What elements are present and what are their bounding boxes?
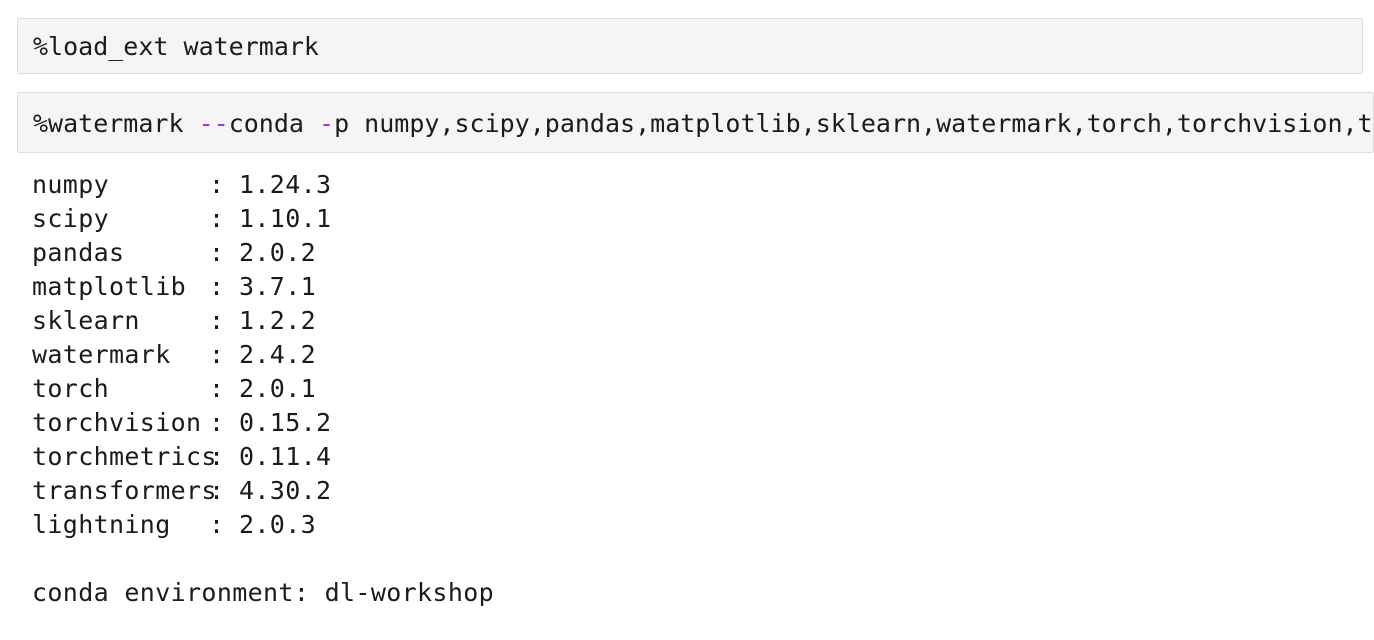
package-name: sklearn xyxy=(32,306,140,335)
output-line-package: torchmetrics: 0.11.4 xyxy=(32,440,1352,474)
output-line-package: scipy: 1.10.1 xyxy=(32,202,1352,236)
package-separator: : xyxy=(209,204,240,233)
package-name: pandas xyxy=(32,238,125,267)
code-token-plain: %watermark xyxy=(33,109,199,138)
code-cell-1-source[interactable]: %load_ext watermark xyxy=(33,34,319,59)
package-version: 2.4.2 xyxy=(239,340,317,369)
package-version: 2.0.1 xyxy=(239,374,317,403)
code-cell-2[interactable]: %watermark --conda -p numpy,scipy,pandas… xyxy=(17,92,1374,153)
output-line-package: transformers: 4.30.2 xyxy=(32,474,1352,508)
output-line-package: pandas: 2.0.2 xyxy=(32,236,1352,270)
package-version: 4.30.2 xyxy=(239,476,332,505)
package-name: torch xyxy=(32,374,110,403)
output-line-package: torchvision: 0.15.2 xyxy=(32,406,1352,440)
code-token-flag-long: -- xyxy=(198,109,229,138)
code-token-flag-short: - xyxy=(319,109,335,138)
code-token-plain: conda xyxy=(228,109,319,138)
package-name: scipy xyxy=(32,204,110,233)
output-line-blank xyxy=(32,542,1352,576)
package-separator: : xyxy=(209,272,240,301)
package-separator: : xyxy=(209,442,240,471)
package-separator: : xyxy=(209,476,240,505)
package-version: 2.0.3 xyxy=(239,510,317,539)
package-version: 1.10.1 xyxy=(239,204,332,233)
package-separator: : xyxy=(209,170,240,199)
output-line-package: lightning: 2.0.3 xyxy=(32,508,1352,542)
code-cell-1[interactable]: %load_ext watermark xyxy=(17,18,1363,74)
output-line-package: watermark: 2.4.2 xyxy=(32,338,1352,372)
package-version: 1.24.3 xyxy=(239,170,332,199)
output-line-package: matplotlib: 3.7.1 xyxy=(32,270,1352,304)
output-line-conda-environment: conda environment: dl-workshop xyxy=(32,578,495,607)
code-cell-2-source[interactable]: %watermark --conda -p numpy,scipy,pandas… xyxy=(33,109,1373,138)
package-name: lightning xyxy=(32,510,171,539)
package-version: 0.15.2 xyxy=(239,408,332,437)
output-line-package: sklearn: 1.2.2 xyxy=(32,304,1352,338)
package-separator: : xyxy=(209,408,240,437)
package-name: matplotlib xyxy=(32,272,187,301)
package-version: 0.11.4 xyxy=(239,442,332,471)
package-name: torchmetrics xyxy=(32,442,217,471)
package-version: 2.0.2 xyxy=(239,238,317,267)
output-line-package: numpy: 1.24.3 xyxy=(32,168,1352,202)
package-name: watermark xyxy=(32,340,171,369)
package-version: 3.7.1 xyxy=(239,272,317,301)
package-separator: : xyxy=(209,340,240,369)
package-name: transformers xyxy=(32,476,217,505)
code-token-plain: %load_ext watermark xyxy=(33,32,319,61)
package-separator: : xyxy=(209,306,240,335)
package-version: 1.2.2 xyxy=(239,306,317,335)
package-separator: : xyxy=(209,238,240,267)
package-separator: : xyxy=(209,510,240,539)
output-line-package: torch: 2.0.1 xyxy=(32,372,1352,406)
code-token-plain: p numpy,scipy,pandas,matplotlib,sklearn,… xyxy=(334,109,1373,138)
package-separator: : xyxy=(209,374,240,403)
package-name: torchvision xyxy=(32,408,202,437)
package-name: numpy xyxy=(32,170,110,199)
cell-output-stdout: numpy: 1.24.3 scipy: 1.10.1 pandas: 2.0.… xyxy=(32,168,1352,610)
